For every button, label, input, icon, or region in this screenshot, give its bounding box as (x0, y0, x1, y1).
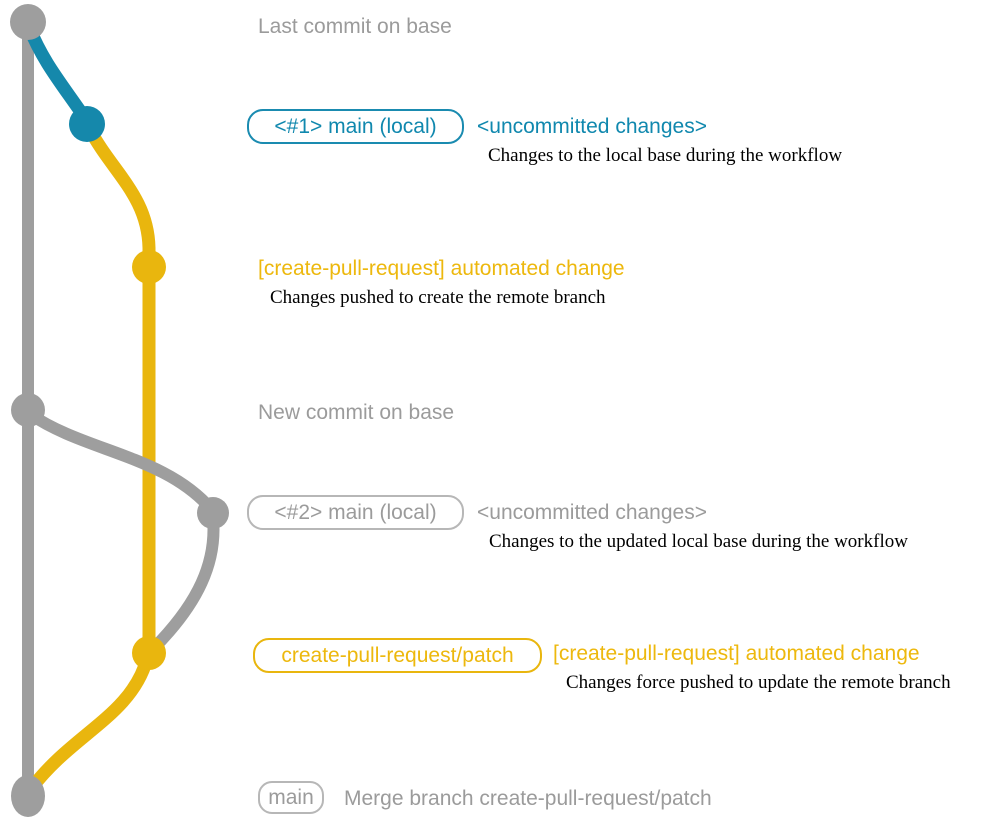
last-commit-label: Last commit on base (258, 15, 452, 38)
commit-dot-merge (11, 775, 45, 817)
branch-badge-main-local-1-text: <#1> main (local) (274, 114, 437, 138)
uncommitted-changes-note-1: Changes to the local base during the wor… (488, 145, 843, 166)
merge-branch-curve (24, 652, 154, 796)
branch-badge-main-local-2-text: <#2> main (local) (274, 500, 437, 524)
branch-badge-main-local-1: <#1> main (local) (247, 109, 464, 144)
updated-base-branch-curve (24, 408, 220, 656)
git-graph (10, 4, 229, 817)
commit-dot-uncommitted-2 (197, 497, 229, 529)
uncommitted-changes-note-2: Changes to the updated local base during… (489, 531, 908, 552)
branch-badge-patch: create-pull-request/patch (253, 638, 542, 673)
commit-dot-new-base (11, 393, 45, 427)
patch-branch-line (82, 121, 156, 658)
commit-dot-automated-change-2 (132, 636, 166, 670)
merge-commit-title: Merge branch create-pull-request/patch (344, 787, 712, 810)
automated-change-title-1: [create-pull-request] automated change (258, 257, 625, 280)
automated-change-title-2: [create-pull-request] automated change (553, 642, 920, 665)
new-commit-label: New commit on base (258, 401, 455, 424)
commit-dot-uncommitted-1 (69, 106, 105, 142)
commit-dot-automated-change-1 (132, 250, 166, 284)
local-changes-branch-curve (22, 20, 94, 128)
branch-badge-patch-text: create-pull-request/patch (281, 643, 514, 667)
branch-badge-main-merge: main (258, 781, 324, 814)
automated-change-note-2: Changes force pushed to update the remot… (566, 672, 951, 693)
branch-badge-main-merge-text: main (268, 785, 314, 809)
uncommitted-changes-title-1: <uncommitted changes> (477, 115, 707, 138)
commit-dot-last-base (10, 4, 46, 40)
automated-change-note-1: Changes pushed to create the remote bran… (270, 287, 606, 308)
uncommitted-changes-title-2: <uncommitted changes> (477, 501, 707, 524)
branch-badge-main-local-2: <#2> main (local) (247, 495, 464, 530)
